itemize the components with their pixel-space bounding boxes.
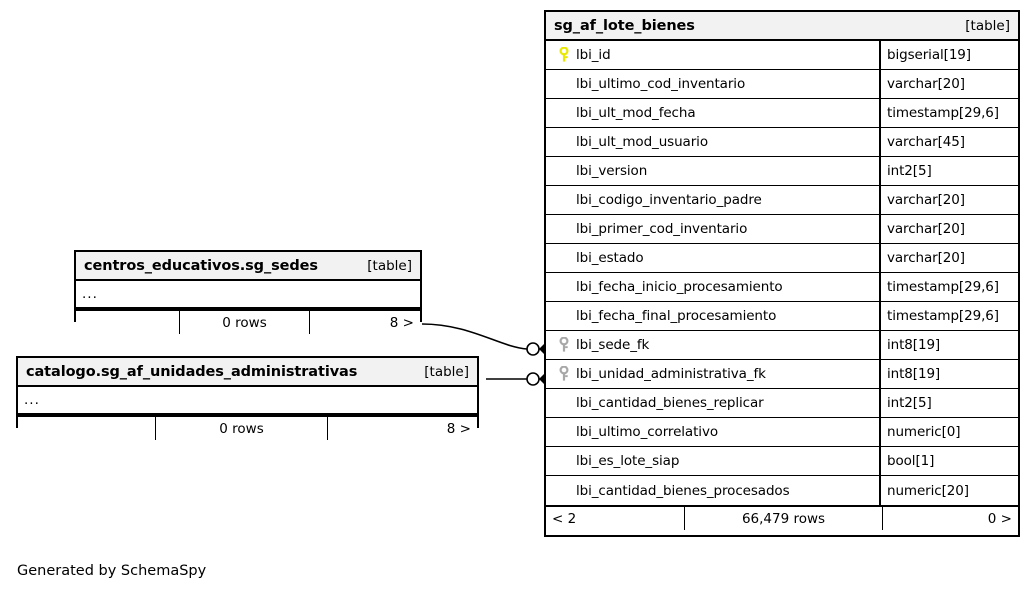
column-type-label: timestamp[29,6] xyxy=(887,279,999,295)
column-type-label: varchar[20] xyxy=(887,250,965,266)
column-name-label: lbi_primer_cod_inventario xyxy=(576,221,748,237)
entity-column-row[interactable]: lbi_ultimo_correlativo numeric[0] xyxy=(546,418,1018,447)
entity-footer: 0 rows 8 > xyxy=(76,309,420,334)
entity-kind-label: [table] xyxy=(367,257,412,274)
column-name-cell: lbi_cantidad_bienes_replicar xyxy=(546,389,881,417)
footer-next-tables-count[interactable]: 0 > xyxy=(987,510,1012,527)
entity-column-row[interactable]: lbi_estado varchar[20] xyxy=(546,244,1018,273)
foreign-key-icon xyxy=(552,337,576,353)
entity-column-row[interactable]: lbi_fecha_final_procesamiento timestamp[2… xyxy=(546,302,1018,331)
entity-header: catalogo.sg_af_unidades_administrativas … xyxy=(18,358,477,387)
entity-kind-label: [table] xyxy=(965,17,1010,34)
entity-columns-collapsed-ellipsis: ... xyxy=(76,281,420,309)
entity-column-row[interactable]: lbi_cantidad_bienes_procesados numeric[20… xyxy=(546,476,1018,505)
entity-column-row[interactable]: lbi_primer_cod_inventario varchar[20] xyxy=(546,215,1018,244)
column-name-label: lbi_ult_mod_usuario xyxy=(576,134,708,150)
entity-title: centros_educativos.sg_sedes xyxy=(84,257,318,274)
column-name-cell: lbi_ultimo_correlativo xyxy=(546,418,881,446)
entity-column-row[interactable]: lbi_ult_mod_usuario varchar[45] xyxy=(546,128,1018,157)
column-name-cell: lbi_es_lote_siap xyxy=(546,447,881,475)
generated-by-credit: Generated by SchemaSpy xyxy=(17,563,207,579)
zero-or-more-circle-icon xyxy=(526,342,540,356)
column-type-label: int8[19] xyxy=(887,366,941,382)
column-name-label: lbi_id xyxy=(576,47,611,63)
column-name-cell: lbi_unidad_administrativa_fk xyxy=(546,360,881,388)
entity-column-row[interactable]: lbi_id bigserial[19] xyxy=(546,41,1018,70)
column-name-cell: lbi_version xyxy=(546,157,881,185)
column-name-label: lbi_cantidad_bienes_replicar xyxy=(576,395,764,411)
column-name-label: lbi_version xyxy=(576,163,648,179)
column-name-label: lbi_unidad_administrativa_fk xyxy=(576,366,766,382)
column-name-label: lbi_ult_mod_fecha xyxy=(576,105,696,121)
column-type-label: timestamp[29,6] xyxy=(887,308,999,324)
column-name-cell: lbi_sede_fk xyxy=(546,331,881,359)
entity-table-sg-af-lote-bienes[interactable]: sg_af_lote_bienes [table] lbi_id bigseria… xyxy=(544,10,1020,537)
column-type-label: varchar[20] xyxy=(887,76,965,92)
entity-column-list: lbi_id bigserial[19] lbi_ultimo_cod_invent… xyxy=(546,41,1018,505)
entity-title: catalogo.sg_af_unidades_administrativas xyxy=(26,363,358,380)
column-name-cell: lbi_cantidad_bienes_procesados xyxy=(546,476,881,505)
column-type-label: numeric[0] xyxy=(887,424,961,440)
column-type-label: varchar[20] xyxy=(887,221,965,237)
footer-row-count: 0 rows xyxy=(180,311,310,334)
column-name-label: lbi_es_lote_siap xyxy=(576,453,680,469)
footer-next-tables-count[interactable]: 8 > xyxy=(389,314,414,331)
column-name-cell: lbi_estado xyxy=(546,244,881,272)
column-name-label: lbi_codigo_inventario_padre xyxy=(576,192,762,208)
entity-columns-collapsed-ellipsis: ... xyxy=(18,387,477,415)
primary-key-icon xyxy=(552,47,576,63)
footer-prev-tables-count[interactable] xyxy=(76,311,180,334)
column-name-label: lbi_sede_fk xyxy=(576,337,650,353)
entity-column-row[interactable]: lbi_ultimo_cod_inventario varchar[20] xyxy=(546,70,1018,99)
column-name-cell: lbi_codigo_inventario_padre xyxy=(546,186,881,214)
entity-footer: < 2 66,479 rows 0 > xyxy=(546,505,1018,530)
entity-column-row[interactable]: lbi_version int2[5] xyxy=(546,157,1018,186)
column-name-cell: lbi_fecha_inicio_procesamiento xyxy=(546,273,881,301)
column-name-cell: lbi_primer_cod_inventario xyxy=(546,215,881,243)
column-name-label: lbi_cantidad_bienes_procesados xyxy=(576,482,790,499)
entity-column-row[interactable]: lbi_codigo_inventario_padre varchar[20] xyxy=(546,186,1018,215)
column-type-label: timestamp[29,6] xyxy=(887,105,999,121)
column-name-cell: lbi_ultimo_cod_inventario xyxy=(546,70,881,98)
column-name-cell: lbi_ult_mod_usuario xyxy=(546,128,881,156)
entity-column-row[interactable]: lbi_sede_fk int8[19] xyxy=(546,331,1018,360)
foreign-key-icon xyxy=(552,366,576,382)
footer-row-count: 0 rows xyxy=(156,417,328,440)
entity-table-catalogo-sg-af-unidades-administrativas[interactable]: catalogo.sg_af_unidades_administrativas … xyxy=(16,356,479,440)
column-type-label: bool[1] xyxy=(887,453,935,469)
entity-kind-label: [table] xyxy=(424,363,469,380)
entity-column-row[interactable]: lbi_cantidad_bienes_replicar int2[5] xyxy=(546,389,1018,418)
column-name-label: lbi_fecha_inicio_procesamiento xyxy=(576,279,783,295)
entity-footer: 0 rows 8 > xyxy=(18,415,477,440)
entity-header: centros_educativos.sg_sedes [table] xyxy=(76,252,420,281)
column-name-label: lbi_estado xyxy=(576,250,644,266)
column-type-label: bigserial[19] xyxy=(887,47,971,63)
column-type-label: int8[19] xyxy=(887,337,941,353)
column-type-label: int2[5] xyxy=(887,395,932,411)
entity-column-row[interactable]: lbi_fecha_inicio_procesamiento timestamp[… xyxy=(546,273,1018,302)
entity-column-row[interactable]: lbi_unidad_administrativa_fk int8[19] xyxy=(546,360,1018,389)
entity-header: sg_af_lote_bienes [table] xyxy=(546,12,1018,41)
column-name-cell: lbi_id xyxy=(546,41,881,69)
column-type-label: varchar[45] xyxy=(887,134,965,150)
zero-or-more-circle-icon xyxy=(526,372,540,386)
footer-prev-tables-count[interactable]: < 2 xyxy=(546,507,685,530)
column-type-label: int2[5] xyxy=(887,163,932,179)
footer-prev-tables-count[interactable] xyxy=(18,417,156,440)
column-name-cell: lbi_fecha_final_procesamiento xyxy=(546,302,881,330)
entity-column-row[interactable]: lbi_ult_mod_fecha timestamp[29,6] xyxy=(546,99,1018,128)
entity-title: sg_af_lote_bienes xyxy=(554,17,695,34)
entity-table-centros-educativos-sg-sedes[interactable]: centros_educativos.sg_sedes [table] ... … xyxy=(74,250,422,334)
entity-column-row[interactable]: lbi_es_lote_siap bool[1] xyxy=(546,447,1018,476)
column-type-label: numeric[20] xyxy=(887,482,969,499)
relationship-edge-sede-fk xyxy=(421,323,546,356)
column-name-cell: lbi_ult_mod_fecha xyxy=(546,99,881,127)
relationship-edge-unidad-administrativa-fk xyxy=(486,372,546,386)
footer-row-count: 66,479 rows xyxy=(685,507,883,530)
column-type-label: varchar[20] xyxy=(887,192,965,208)
column-name-label: lbi_ultimo_cod_inventario xyxy=(576,76,746,92)
column-name-label: lbi_fecha_final_procesamiento xyxy=(576,308,777,324)
footer-next-tables-count[interactable]: 8 > xyxy=(446,420,471,437)
column-name-label: lbi_ultimo_correlativo xyxy=(576,424,719,440)
